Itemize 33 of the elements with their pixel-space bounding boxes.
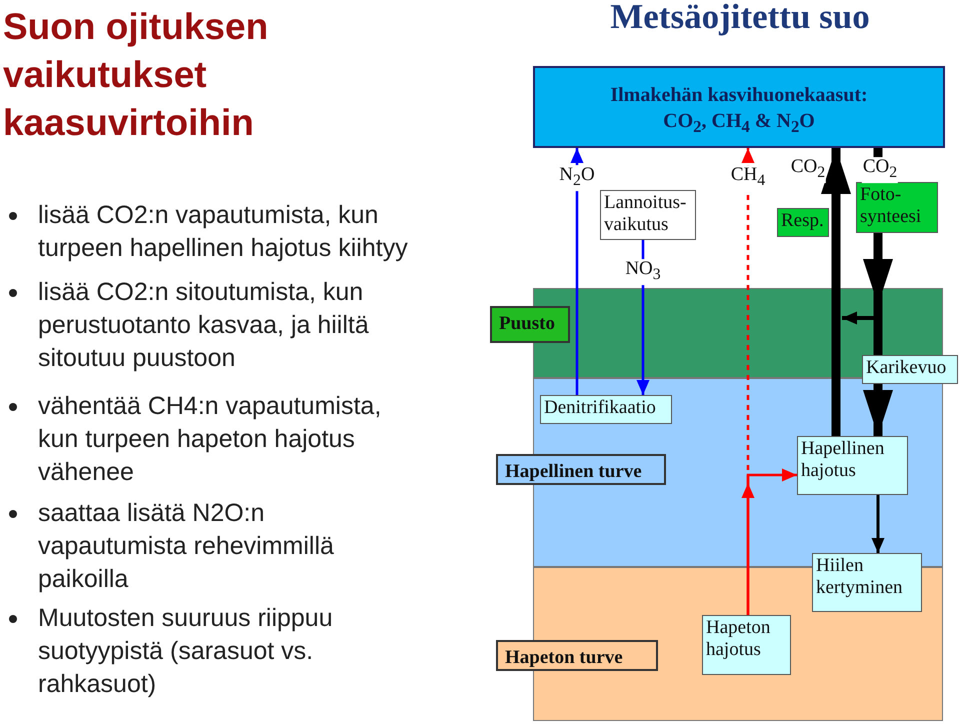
process-box: [797, 436, 908, 495]
bullet-text: lisää CO2:n sitoutumista, kun perustuotanto kasvaa, ja hiiltä sitoutuu puustoon: [38, 277, 370, 374]
layer-label: Hapeton turve: [496, 640, 658, 671]
bullet-text: lisää CO2:n vapautumista, kun turpeen hapellinen hajotus kiihtyy: [38, 200, 409, 264]
node-text: Hapellinen hajotus: [801, 438, 886, 482]
node-text: Hapeton hajotus: [706, 617, 772, 661]
node-text: Lannoitus-vaikutus: [604, 192, 688, 236]
layer-label: Hapellinen turve: [496, 454, 666, 485]
process-box: [600, 190, 696, 240]
bullet-text: saattaa lisätä N2O:n vapautumista rehevimmillä paikoilla: [38, 498, 335, 595]
process-box: [856, 182, 938, 233]
process-box: [777, 208, 829, 237]
heading-text: Ilmakehän kasvihuonekaasut:: [609, 83, 869, 108]
edge-label: NO$_{3}$: [624, 259, 662, 285]
formula-text: CO$_{2}$, CH$_{4}$ & N$_{2}$O: [662, 109, 816, 138]
process-box: [702, 615, 791, 675]
process-box: [812, 553, 922, 612]
process-box: [540, 395, 672, 424]
node-text: Denitrifikaatio: [544, 397, 657, 419]
node-text: Foto-synteesi: [860, 184, 922, 228]
process-box: [862, 355, 958, 384]
node-text: Karikevuo: [866, 357, 948, 379]
edge-label: CH$_{4}$: [730, 165, 766, 191]
edge-label: N$_{2}$O: [558, 165, 596, 191]
node-text: Resp.: [781, 210, 825, 232]
node-text: Hiilen kertyminen: [816, 555, 904, 599]
bullet-text: Muutosten suuruus riippuu suotyypistä (sarasuot vs. rahkasuot): [38, 603, 334, 700]
atmosphere-box: [533, 66, 945, 148]
subtitle-text: Metsäojitettu suo: [609, 0, 871, 37]
layer-label: Puusto: [490, 306, 570, 343]
edge-label: CO$_{2}$: [790, 157, 826, 183]
slide-title: Suon ojituksen vaikutukset kaasuvirtoihin: [3, 5, 270, 145]
edge-label: CO$_{2}$: [862, 157, 898, 183]
